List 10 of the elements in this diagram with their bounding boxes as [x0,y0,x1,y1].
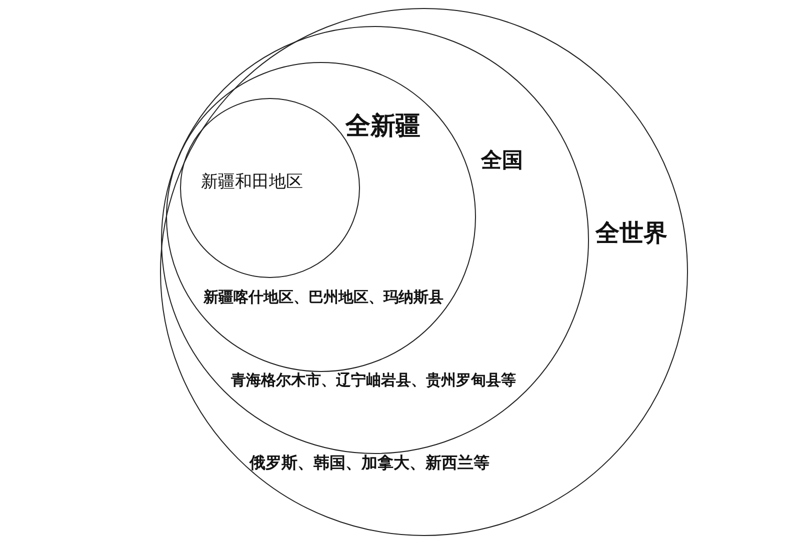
scope-circle [160,26,588,454]
region-label: 新疆和田地区 [201,172,303,192]
region-label: 全世界 [596,220,668,248]
place-list: 青海格尔木市、辽宁岫岩县、贵州罗甸县等 [231,372,516,390]
scope-circle [160,8,688,536]
region-label: 全国 [481,148,523,174]
place-list: 俄罗斯、韩国、加拿大、新西兰等 [250,454,490,473]
scope-circle [166,62,476,372]
region-label: 全新疆 [346,112,420,142]
place-list: 新疆喀什地区、巴州地区、玛纳斯县 [204,288,444,306]
